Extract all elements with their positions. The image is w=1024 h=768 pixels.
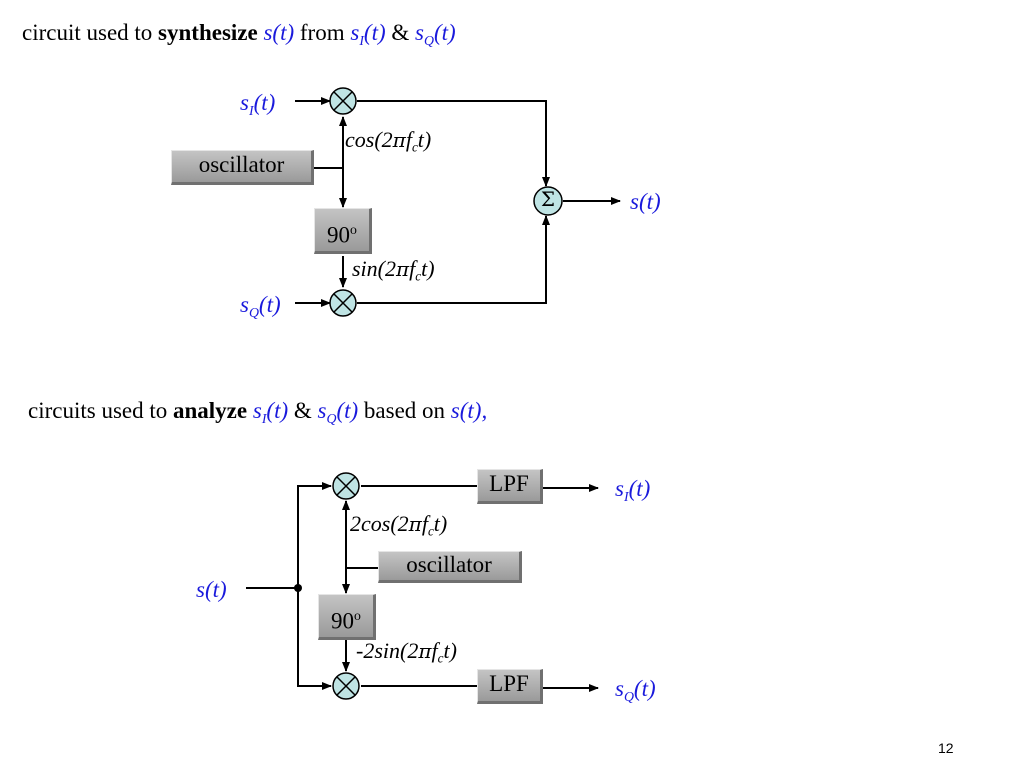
analyze-keyword: analyze	[173, 398, 248, 423]
wire-mixer-top-to-sum	[357, 100, 550, 187]
synthesize-keyword: synthesize	[158, 20, 258, 45]
summer	[533, 186, 563, 216]
junction-dot	[294, 584, 302, 592]
cos-carrier-label: cos(2πfct)	[345, 127, 432, 155]
2cos-carrier-label: 2cos(2πfct)	[350, 511, 448, 539]
oscillator-block-analyzer: oscillator	[378, 551, 522, 583]
oscillator-block: oscillator	[171, 150, 314, 185]
mixer-bottom	[329, 289, 357, 317]
analyze-output-sI: sI(t)	[615, 476, 651, 504]
wire-split-bottom	[297, 588, 332, 690]
synth-input-sQ: sQ(t)	[240, 292, 281, 320]
synth-output-s: s(t)	[630, 189, 661, 214]
mixer-bottom-analyzer	[332, 672, 360, 700]
analyze-heading: circuits used to analyze sI(t) & sQ(t) b…	[28, 398, 488, 426]
neg-2sin-carrier-label: -2sin(2πfct)	[356, 638, 457, 666]
lpf-top-block: LPF	[477, 469, 543, 504]
phase-shift-90-block-analyzer: 90o	[318, 594, 376, 640]
synth-input-sI: sI(t)	[240, 90, 276, 118]
mixer-top	[329, 87, 357, 115]
analyze-input-s: s(t)	[196, 577, 227, 602]
sin-carrier-label: sin(2πfct)	[352, 256, 435, 284]
wire-split-top	[297, 482, 332, 588]
analyze-output-sQ: sQ(t)	[615, 676, 656, 704]
page-number: 12	[938, 740, 954, 756]
wire-mixer-bottom-to-sum	[357, 215, 550, 304]
summer-sigma-symbol: Σ	[540, 187, 556, 211]
synthesize-heading: circuit used to synthesize s(t) from sI(…	[22, 20, 456, 48]
lpf-bottom-block: LPF	[477, 669, 543, 704]
mixer-top-analyzer	[332, 472, 360, 500]
phase-shift-90-block: 90o	[314, 208, 372, 254]
